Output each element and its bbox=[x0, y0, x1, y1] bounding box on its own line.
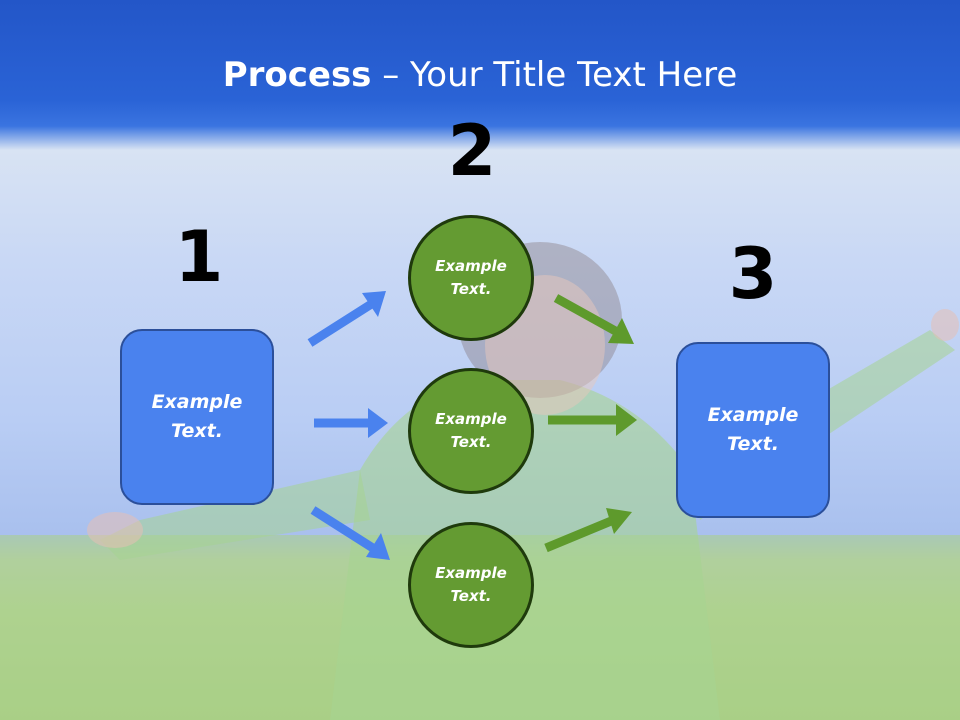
step-3-text: Example Text. bbox=[707, 404, 799, 455]
circle-top-text: Example Text. bbox=[435, 257, 507, 298]
arrow-right-icon bbox=[307, 291, 386, 347]
title-bold: Process bbox=[222, 55, 372, 95]
step-2-number: 2 bbox=[447, 110, 497, 192]
title-rest: – Your Title Text Here bbox=[371, 55, 738, 95]
circle-bottom-text: Example Text. bbox=[435, 564, 507, 605]
step-1-text: Example Text. bbox=[151, 391, 243, 442]
step-1-box: Example Text. bbox=[120, 329, 274, 505]
arrow-right-icon bbox=[553, 294, 634, 344]
step-2-circle-bottom: Example Text. bbox=[408, 522, 534, 648]
arrow-right-icon bbox=[314, 408, 388, 438]
arrow-right-icon bbox=[310, 506, 390, 560]
circle-middle-text: Example Text. bbox=[435, 410, 507, 451]
step-2-circle-middle: Example Text. bbox=[408, 368, 534, 494]
step-3-number: 3 bbox=[728, 233, 778, 315]
step-1-number: 1 bbox=[174, 216, 224, 298]
step-3-box: Example Text. bbox=[676, 342, 830, 518]
slide-title: Process – Your Title Text Here bbox=[0, 52, 960, 98]
arrow-right-icon bbox=[544, 508, 632, 553]
blue-arrows bbox=[307, 291, 390, 560]
green-arrows bbox=[544, 294, 637, 553]
step-2-circle-top: Example Text. bbox=[408, 215, 534, 341]
arrow-right-icon bbox=[548, 404, 637, 436]
